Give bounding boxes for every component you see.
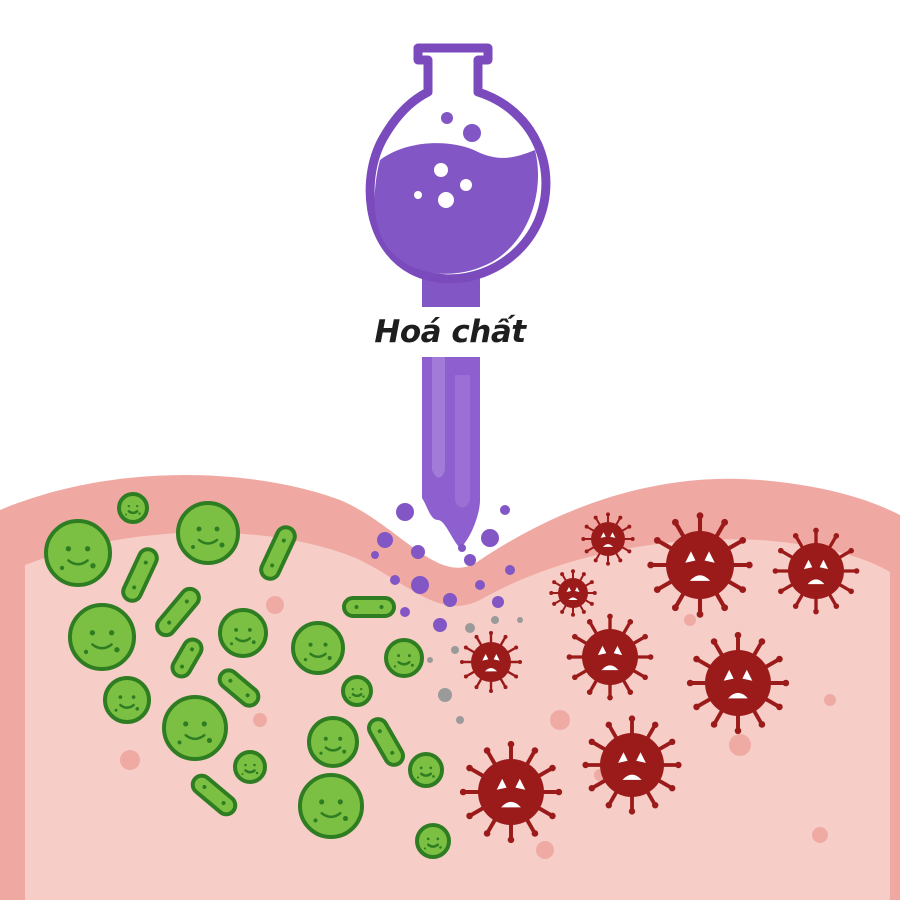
- bubble-icon: [458, 544, 466, 552]
- bacteria-icon: [103, 676, 151, 724]
- virus-group: [459, 512, 860, 844]
- virus-icon: [581, 512, 635, 566]
- virus-icon: [549, 569, 597, 617]
- chemical-label: Hoá chất: [355, 307, 545, 357]
- virus-icon: [772, 527, 860, 615]
- bacteria-icon: [121, 547, 159, 603]
- bubble-icon: [481, 529, 499, 547]
- bacteria-icon: [307, 716, 359, 768]
- bacteria-icon: [117, 492, 149, 524]
- bubble-icon: [492, 596, 504, 608]
- bubble-icon: [451, 646, 459, 654]
- bacteria-icon: [176, 501, 240, 565]
- bubble-icon: [500, 505, 510, 515]
- bubble-icon: [438, 688, 452, 702]
- bacteria-icon: [415, 823, 451, 859]
- bubble-icon: [443, 593, 457, 607]
- bacteria-icon: [44, 519, 112, 587]
- tissue-dot: [812, 827, 828, 843]
- bubbles: [371, 503, 523, 724]
- bacteria-icon: [162, 695, 228, 761]
- bacteria-icon: [384, 638, 424, 678]
- bubble-icon: [456, 716, 464, 724]
- bacteria-icon: [155, 586, 201, 638]
- bubble-icon: [411, 545, 425, 559]
- bacteria-icon: [298, 773, 364, 839]
- flask-icon: [365, 43, 551, 284]
- bubble-icon: [390, 575, 400, 585]
- virus-icon: [647, 512, 753, 618]
- bubble-icon: [371, 551, 379, 559]
- virus-icon: [459, 740, 563, 844]
- bacteria-icon: [342, 596, 396, 618]
- tissue-dot: [345, 540, 355, 550]
- tissue-dot: [266, 596, 284, 614]
- bubble-icon: [411, 576, 429, 594]
- bubble-icon: [400, 607, 410, 617]
- bacteria-icon: [68, 603, 136, 671]
- bubble-icon: [475, 580, 485, 590]
- tissue-dot: [550, 710, 570, 730]
- bacteria-icon: [259, 525, 297, 581]
- bubble-icon: [464, 554, 476, 566]
- bubble-icon: [465, 623, 475, 633]
- bacteria-icon: [170, 637, 204, 679]
- bacteria-icon: [341, 675, 373, 707]
- virus-icon: [582, 715, 682, 815]
- tissue-dot: [120, 750, 140, 770]
- bacteria-icon: [291, 621, 345, 675]
- bubble-icon: [505, 565, 515, 575]
- bubble-icon: [396, 503, 414, 521]
- bubble-icon: [427, 657, 433, 663]
- bubble-icon: [517, 617, 523, 623]
- bacteria-group: [44, 492, 451, 859]
- bacteria-icon: [217, 668, 261, 708]
- virus-icon: [566, 613, 654, 701]
- tissue-dot: [684, 614, 696, 626]
- tissue-dot: [824, 694, 836, 706]
- bacteria-icon: [218, 608, 268, 658]
- tissue-dot: [253, 713, 267, 727]
- tissue-dots: [120, 540, 836, 859]
- bacteria-icon: [408, 752, 444, 788]
- bacteria-icon: [190, 773, 238, 817]
- tissue-dot: [536, 841, 554, 859]
- virus-icon: [686, 631, 790, 735]
- bubble-icon: [377, 532, 393, 548]
- bacteria-icon: [233, 750, 267, 784]
- virus-icon: [460, 631, 522, 693]
- tissue-dot: [729, 734, 751, 756]
- bubble-icon: [491, 616, 499, 624]
- bubble-icon: [433, 618, 447, 632]
